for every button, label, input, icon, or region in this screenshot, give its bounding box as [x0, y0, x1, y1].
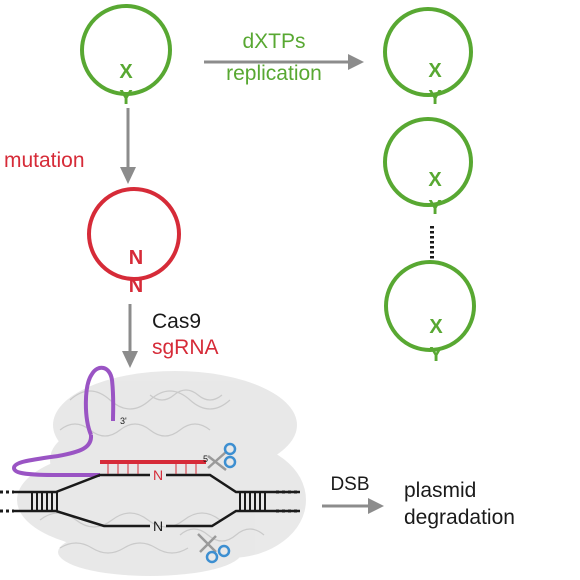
sgrna-hairpin — [83, 365, 116, 436]
dna-5prime-label: 5' — [203, 454, 210, 464]
replication-label-replication: replication — [226, 62, 322, 85]
top-plasmid: X Y — [80, 4, 172, 109]
mutation-arrowhead — [120, 167, 136, 184]
outcome-line-plasmid: plasmid — [404, 479, 476, 502]
mutation-label: mutation — [4, 149, 85, 172]
dna-basepairs-left — [31, 492, 58, 511]
mutant-plasmid: N N — [87, 187, 181, 297]
replicated-plasmid-circle — [384, 260, 476, 352]
dna-top-strand — [14, 473, 300, 494]
top-plasmid-base-y: Y — [119, 87, 133, 109]
cas9-complex: 3' 5' N N — [0, 365, 306, 576]
replicated-plasmid-1: X Y — [383, 7, 473, 109]
replicated-plasmid-base-y: Y — [428, 197, 442, 219]
replicated-plasmid-base-y: Y — [428, 87, 442, 109]
dna-bottom-strand — [14, 509, 300, 528]
dsb-arrowhead — [368, 498, 384, 514]
replicated-plasmid-base-x: X — [428, 60, 442, 82]
scissors-bottom-icon — [197, 533, 231, 564]
replicated-plasmid-3: X Y — [384, 260, 476, 366]
mutation-arrow: mutation — [4, 108, 136, 184]
mutant-plasmid-base-n2: N — [129, 275, 143, 297]
mutant-plasmid-circle — [87, 187, 181, 281]
replicated-plasmid-circle — [383, 7, 473, 97]
replicated-plasmid-circle — [383, 117, 473, 207]
mutant-plasmid-base-n1: N — [129, 247, 143, 269]
replicated-plasmid-base-x: X — [428, 169, 442, 191]
dna-basepairs-right — [239, 492, 266, 511]
replicated-plasmid-base-x: X — [429, 316, 443, 338]
dna-continuation-dots — [0, 490, 300, 513]
cas9-protein-texture — [39, 389, 265, 554]
top-plasmid-circle — [80, 4, 172, 96]
replicated-plasmid-base-y: Y — [429, 344, 443, 366]
cas9-arrowhead — [122, 351, 138, 368]
dsb-label: DSB — [330, 474, 369, 495]
sgrna-label: sgRNA — [152, 336, 219, 359]
top-strand-base: N — [153, 467, 163, 483]
sgrna-scaffold — [11, 434, 100, 477]
replication-label-dxtps: dXTPs — [242, 30, 305, 53]
cas9-label: Cas9 — [152, 310, 201, 333]
sgrna-3prime-label: 3' — [120, 416, 127, 426]
top-plasmid-base-x: X — [119, 61, 133, 83]
replication-arrowhead — [348, 54, 364, 70]
dsb-arrow: DSB — [322, 474, 384, 514]
replication-arrow: dXTPs replication — [204, 30, 364, 85]
cas9-arrow: Cas9 sgRNA — [122, 304, 219, 368]
bottom-strand-base: N — [153, 518, 163, 534]
guide-target-pairs — [107, 463, 197, 474]
outcome-label: plasmid degradation — [404, 479, 515, 529]
outcome-line-degradation: degradation — [404, 506, 515, 529]
replicated-plasmid-2: X Y — [383, 117, 473, 219]
scissors-top-icon — [207, 442, 237, 471]
